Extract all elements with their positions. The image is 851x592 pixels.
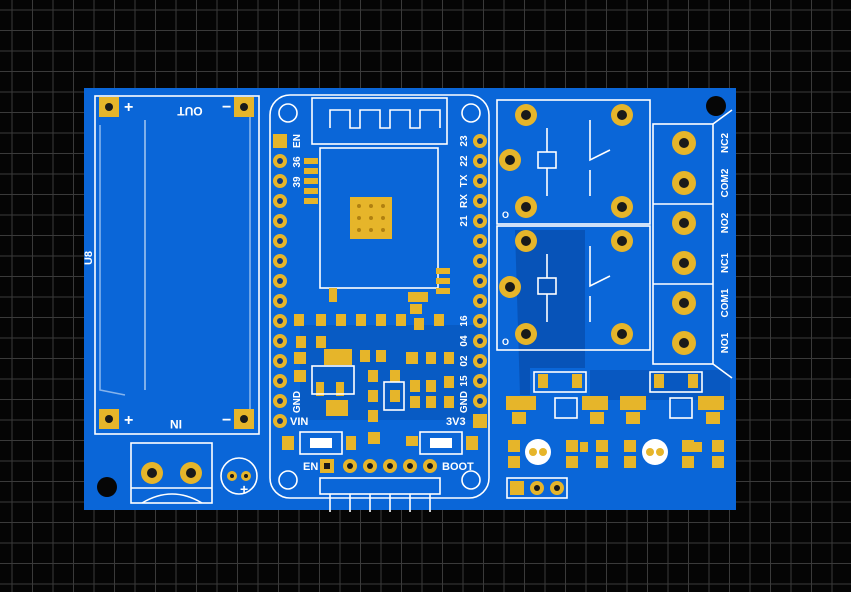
pin-label-39: 39	[292, 176, 303, 188]
esp32-module	[319, 147, 439, 289]
sensor-header	[506, 477, 568, 499]
terminal-label-no2: NO2	[720, 212, 731, 233]
vin-label: VIN	[290, 416, 308, 428]
esp32-outline	[269, 94, 490, 499]
boot-button-label: BOOT	[442, 461, 474, 473]
pin-label-gnd-left: GND	[292, 391, 303, 413]
pin-label-22: 22	[459, 155, 470, 167]
en-button-label: EN	[303, 461, 318, 473]
pin-label-02: 02	[459, 355, 470, 367]
pin-label-gnd-right: GND	[459, 391, 470, 413]
pin-label-36: 36	[292, 156, 303, 168]
relay-terminal-block	[652, 109, 733, 379]
relay-2: O	[496, 225, 651, 351]
svg-text:O: O	[502, 210, 509, 220]
pin-label-21: 21	[459, 215, 470, 227]
copper-pour	[515, 230, 585, 395]
capacitor	[220, 457, 258, 495]
buck-module-outline	[94, 95, 260, 435]
in-plus-label: +	[124, 412, 133, 429]
terminal-label-no1: NO1	[720, 332, 731, 353]
power-terminal	[130, 442, 213, 504]
antenna-outline	[311, 97, 448, 145]
pin-label-04: 04	[459, 335, 470, 347]
cap-plus-label: +	[240, 481, 248, 497]
terminal-label-com2: COM2	[720, 168, 731, 197]
terminal-label-nc2: NC2	[720, 133, 731, 153]
out-plus-label: +	[124, 99, 133, 116]
smd-components	[294, 292, 454, 446]
relay-1: O	[496, 99, 651, 225]
pin-label-tx: TX	[459, 174, 470, 187]
relay-driver-parts	[506, 371, 724, 468]
mounting-hole	[706, 96, 726, 116]
terminal-label-com1: COM1	[720, 288, 731, 317]
in-minus-label: −	[222, 412, 231, 429]
pin-label-15: 15	[459, 375, 470, 387]
pin-label-16: 16	[459, 315, 470, 327]
pin-label-rx: RX	[459, 194, 470, 208]
in-label: IN	[170, 417, 182, 431]
out-label: OUT	[177, 104, 203, 118]
pin-label-23: 23	[459, 135, 470, 147]
terminal-label-nc1: NC1	[720, 253, 731, 273]
svg-text:O: O	[502, 337, 509, 347]
out-minus-label: −	[222, 99, 231, 116]
mounting-hole	[97, 477, 117, 497]
prog-header	[320, 459, 437, 473]
v3-label: 3V3	[446, 416, 466, 428]
module-ref: U8	[83, 251, 95, 265]
pin-label-en: EN	[292, 134, 303, 148]
